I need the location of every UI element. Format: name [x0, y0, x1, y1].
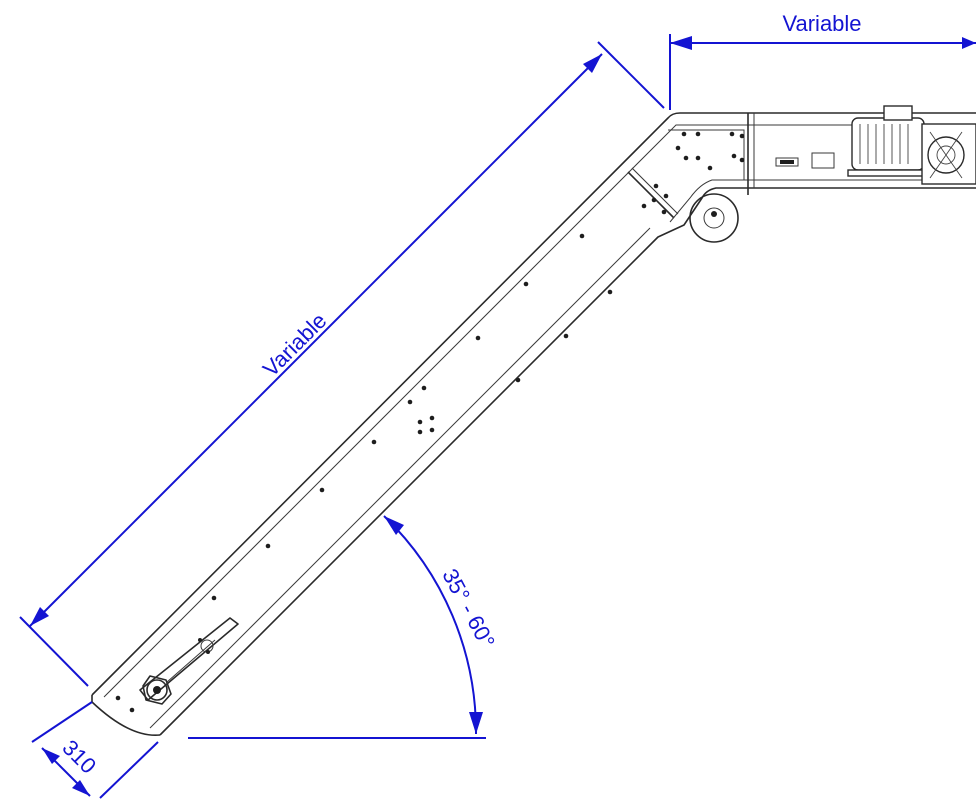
dimension-top-length: Variable [669, 11, 976, 110]
width-label: 310 [57, 735, 101, 779]
bend-joint-line [627, 171, 675, 219]
tail-bearing-center [153, 686, 161, 694]
conveyor-frame [91, 112, 976, 736]
bend-joint-line-2 [631, 167, 679, 215]
drive-motor [847, 105, 976, 185]
frame-outer-edge [91, 112, 976, 696]
tail-bearing-housing [142, 675, 172, 705]
top-length-label: Variable [782, 11, 861, 36]
tail-bearing [146, 679, 168, 701]
drive-wheel [689, 193, 739, 243]
angle-label: 35° - 60° [437, 565, 499, 653]
bolt-holes [115, 131, 745, 713]
dimension-incline-length: Variable [19, 41, 665, 687]
drive-wheel-hub [703, 207, 725, 229]
incline-length-label: Variable [258, 308, 332, 382]
motor-body [851, 117, 925, 171]
inspection-slot [775, 157, 799, 167]
bend-plate [668, 129, 745, 223]
frame-lower-edge [159, 187, 976, 736]
inspection-slot-fill [780, 160, 794, 164]
motor-terminal-box [883, 105, 913, 121]
drive-wheel-axle [711, 211, 717, 217]
motor-base [847, 169, 929, 177]
label-plate [811, 152, 835, 169]
tail-tension-rod [166, 639, 216, 683]
frame-lower-inner-edge [149, 227, 651, 729]
dimension-width: 310 [31, 701, 159, 799]
frame-tail-end [91, 695, 161, 736]
frame-inner-top-edge [103, 124, 976, 698]
